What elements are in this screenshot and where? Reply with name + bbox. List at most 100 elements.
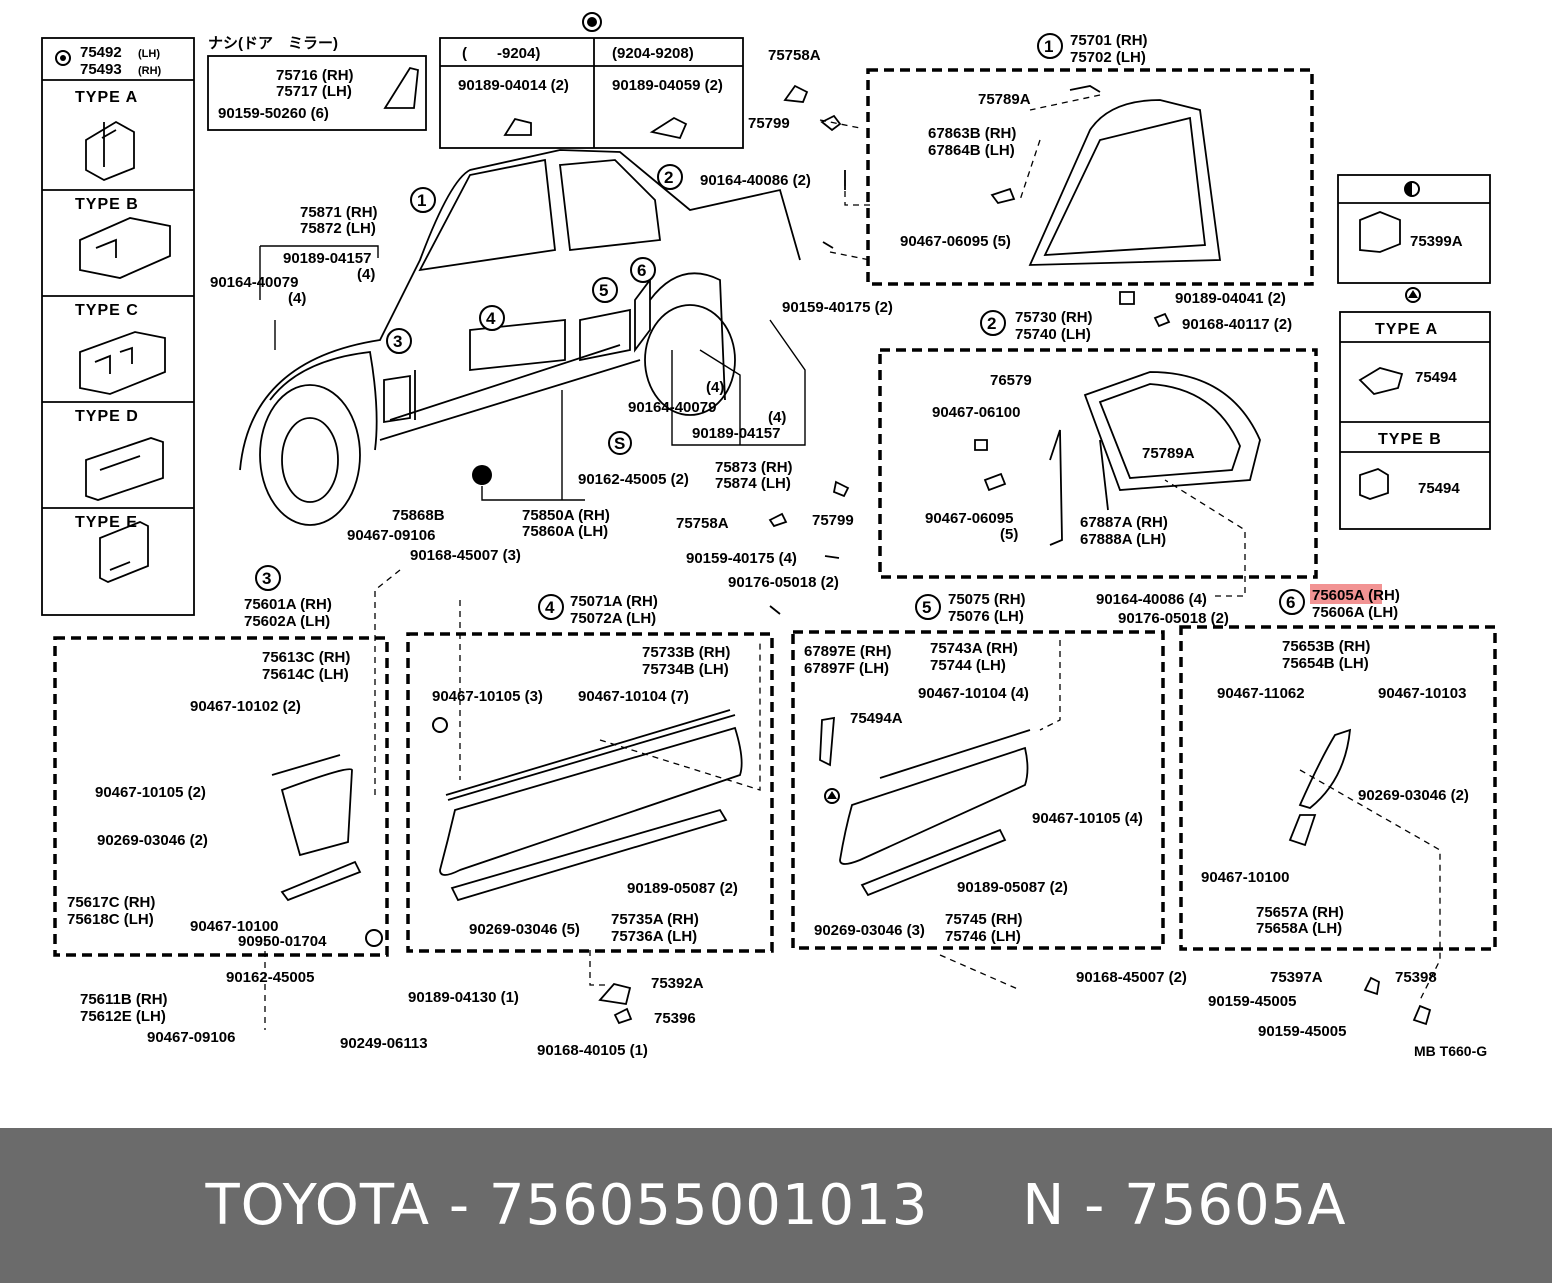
svg-text:75494: 75494 <box>1418 480 1460 497</box>
type-panel-part-1: 75492 <box>80 44 122 61</box>
svg-text:75717 (LH): 75717 (LH) <box>276 83 352 100</box>
svg-text:75758A: 75758A <box>676 515 729 532</box>
svg-text:90467-06095 (5): 90467-06095 (5) <box>900 233 1011 250</box>
svg-text:75075 (RH): 75075 (RH) <box>948 591 1026 608</box>
type-a-label: TYPE A <box>75 89 138 106</box>
mirror-note-box: ナシ(ドア ミラー) 75716 (RH) 75717 (LH) 90159-5… <box>207 35 427 131</box>
svg-text:90159-45005: 90159-45005 <box>1208 993 1296 1010</box>
svg-text:75860A (LH): 75860A (LH) <box>522 523 608 540</box>
svg-text:75617C (RH): 75617C (RH) <box>67 894 155 911</box>
svg-text:75657A (RH): 75657A (RH) <box>1256 904 1344 921</box>
svg-text:90467-10104 (4): 90467-10104 (4) <box>918 685 1029 702</box>
svg-text:90467-11062: 90467-11062 <box>1217 685 1305 702</box>
footer-banner: TOYOTA - 756055001013 N - 75605A <box>0 1128 1552 1283</box>
svg-text:75874 (LH): 75874 (LH) <box>715 475 791 492</box>
highlighted-part-number: 75605A (RH) <box>1312 587 1400 604</box>
svg-text:90269-03046 (5): 90269-03046 (5) <box>469 921 580 938</box>
svg-text:S: S <box>614 434 625 453</box>
svg-text:90189-04041 (2): 90189-04041 (2) <box>1175 290 1286 307</box>
type-panel-part-2: 75493 <box>80 61 122 78</box>
svg-text:90467-09106: 90467-09106 <box>347 527 435 544</box>
svg-text:90467-10100: 90467-10100 <box>190 918 278 935</box>
type-d-label: TYPE D <box>75 408 139 425</box>
svg-text:(4): (4) <box>288 290 306 307</box>
svg-text:90159-50260 (6): 90159-50260 (6) <box>218 105 329 122</box>
svg-text:90168-45007 (3): 90168-45007 (3) <box>410 547 521 564</box>
svg-text:90269-03046 (2): 90269-03046 (2) <box>1358 787 1469 804</box>
svg-text:90467-10105 (2): 90467-10105 (2) <box>95 784 206 801</box>
type-b-label: TYPE B <box>75 196 139 213</box>
svg-text:75398: 75398 <box>1395 969 1437 986</box>
svg-text:75601A (RH): 75601A (RH) <box>244 596 332 613</box>
svg-text:90164-40086 (4): 90164-40086 (4) <box>1096 591 1207 608</box>
svg-text:75733B (RH): 75733B (RH) <box>642 644 730 661</box>
type-c-label: TYPE C <box>75 302 139 319</box>
svg-text:75654B (LH): 75654B (LH) <box>1282 655 1369 672</box>
svg-text:90168-40117 (2): 90168-40117 (2) <box>1182 316 1292 333</box>
svg-text:90249-06113: 90249-06113 <box>340 1035 428 1052</box>
svg-text:90269-03046 (3): 90269-03046 (3) <box>814 922 925 939</box>
svg-text:75871 (RH): 75871 (RH) <box>300 204 378 221</box>
svg-text:(4): (4) <box>706 379 724 396</box>
svg-text:90159-45005: 90159-45005 <box>1258 1023 1346 1040</box>
clip-sketch-icon <box>79 120 171 583</box>
svg-text:90467-10100: 90467-10100 <box>1201 869 1289 886</box>
jp-note: ナシ(ドア ミラー) <box>208 35 338 52</box>
type-panel-left: 75492 (LH) 75493 (RH) TYPE A TYPE B TYPE… <box>41 37 195 616</box>
svg-text:75618C (LH): 75618C (LH) <box>67 911 154 928</box>
svg-text:4: 4 <box>486 309 496 328</box>
svg-text:75736A (LH): 75736A (LH) <box>611 928 697 945</box>
svg-text:2: 2 <box>987 314 996 333</box>
svg-text:90164-40086 (2): 90164-40086 (2) <box>700 172 811 189</box>
section-1: 1 75701 (RH) 75702 (LH) 75789A 67863B (R… <box>866 32 1314 333</box>
wavy-circle-icon <box>55 50 71 66</box>
svg-text:75730 (RH): 75730 (RH) <box>1015 309 1093 326</box>
svg-text:90189-04157: 90189-04157 <box>692 425 780 442</box>
right-panel-top: 75399A <box>1337 174 1491 284</box>
svg-text:67888A (LH): 67888A (LH) <box>1080 531 1166 548</box>
svg-text:90189-04059 (2): 90189-04059 (2) <box>612 77 723 94</box>
svg-text:75397A: 75397A <box>1270 969 1323 986</box>
svg-text:75602A (LH): 75602A (LH) <box>244 613 330 630</box>
svg-text:90162-45005 (2): 90162-45005 (2) <box>578 471 689 488</box>
type-e-label: TYPE E <box>75 514 138 531</box>
svg-text:( -9204): ( -9204) <box>462 45 540 62</box>
type-panel-side-2: (RH) <box>138 65 162 77</box>
svg-text:75743A (RH): 75743A (RH) <box>930 640 1018 657</box>
svg-text:5: 5 <box>599 281 608 300</box>
svg-text:75613C (RH): 75613C (RH) <box>262 649 350 666</box>
svg-text:75494: 75494 <box>1415 369 1457 386</box>
svg-text:67897F (LH): 67897F (LH) <box>804 660 889 677</box>
svg-text:1: 1 <box>417 191 426 210</box>
svg-text:2: 2 <box>664 168 673 187</box>
car-body-sketch <box>239 149 801 526</box>
svg-text:75789A: 75789A <box>1142 445 1195 462</box>
svg-text:75658A (LH): 75658A (LH) <box>1256 920 1342 937</box>
svg-text:75614C (LH): 75614C (LH) <box>262 666 349 683</box>
svg-text:(5): (5) <box>1000 526 1018 543</box>
svg-text:75716 (RH): 75716 (RH) <box>276 67 354 84</box>
svg-text:6: 6 <box>637 261 646 280</box>
triangle-icon <box>1405 287 1421 303</box>
svg-text:75735A (RH): 75735A (RH) <box>611 911 699 928</box>
footer-caption: TOYOTA - 756055001013 N - 75605A <box>205 1173 1347 1238</box>
svg-text:75076 (LH): 75076 (LH) <box>948 608 1024 625</box>
car-callout-labels: 75871 (RH) 75872 (LH) 90189-04157 (4) 90… <box>210 47 893 564</box>
svg-text:75799: 75799 <box>812 512 854 529</box>
section-6: 6 75605A (RH) 75606A (LH) 75653B (RH) 75… <box>1179 584 1497 1059</box>
svg-text:90168-40105 (1): 90168-40105 (1) <box>537 1042 648 1059</box>
section-4: 4 75071A (RH) 75072A (LH) 75733B (RH) 75… <box>406 593 774 1059</box>
svg-text:75734B (LH): 75734B (LH) <box>642 661 729 678</box>
svg-text:90467-10105 (3): 90467-10105 (3) <box>432 688 543 705</box>
svg-text:90189-05087 (2): 90189-05087 (2) <box>627 880 738 897</box>
svg-text:5: 5 <box>922 598 931 617</box>
svg-text:90467-10104 (7): 90467-10104 (7) <box>578 688 689 705</box>
svg-text:75789A: 75789A <box>978 91 1031 108</box>
svg-text:90467-06095: 90467-06095 <box>925 510 1013 527</box>
svg-text:75873 (RH): 75873 (RH) <box>715 459 793 476</box>
section-5: 5 75075 (RH) 75076 (LH) 67897E (RH) 6789… <box>791 591 1229 986</box>
triangle-icon <box>824 788 840 804</box>
svg-text:75868B: 75868B <box>392 507 445 524</box>
date-table: ( -9204) (9204-9208) 90189-04014 (2) 901… <box>439 12 744 149</box>
svg-text:90269-03046 (2): 90269-03046 (2) <box>97 832 208 849</box>
